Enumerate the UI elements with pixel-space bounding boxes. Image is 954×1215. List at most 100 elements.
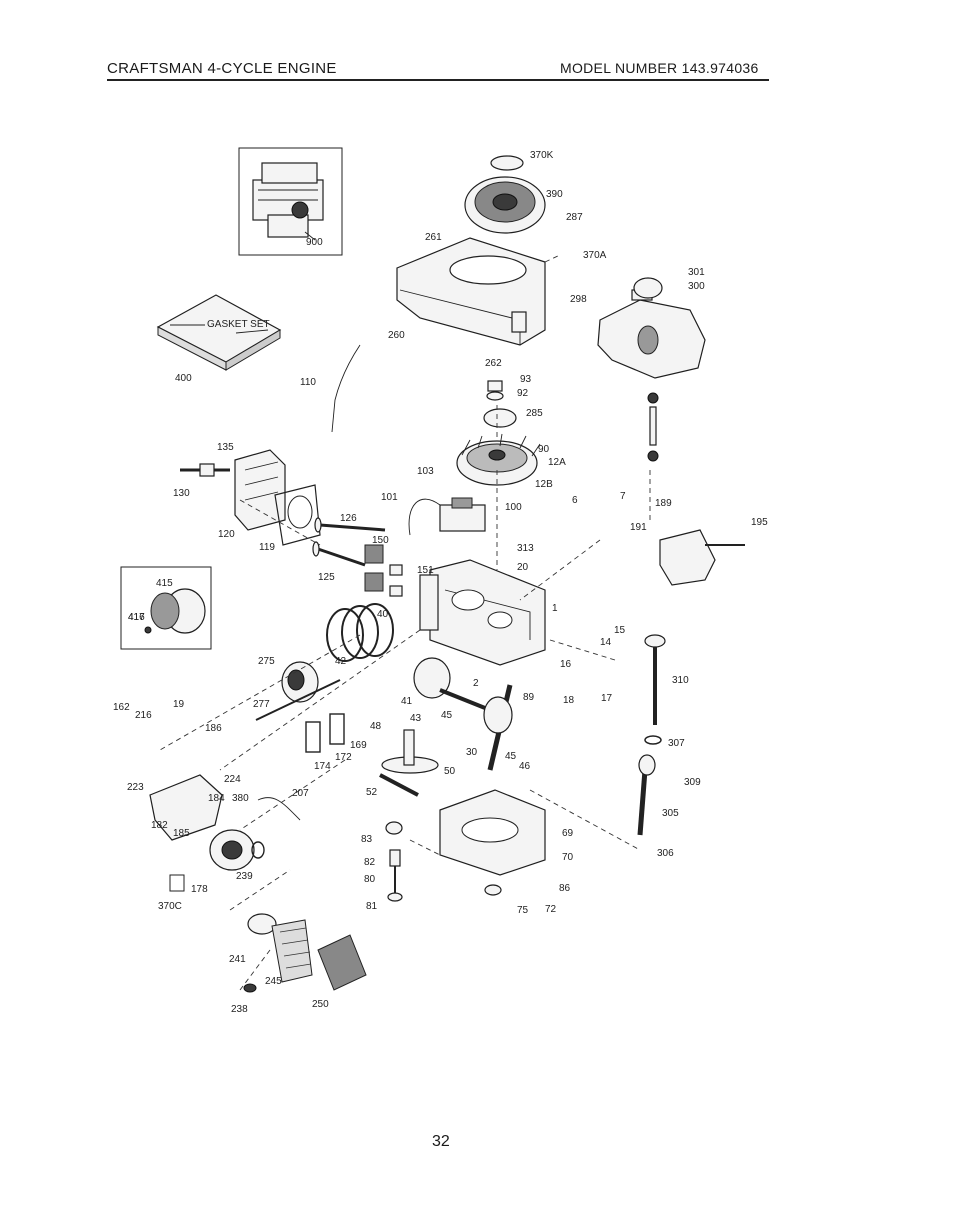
part-label-298: 298 [570,294,587,305]
part-label-82: 82 [364,857,376,868]
intake-gaskets [305,713,345,753]
part-label-40: 40 [377,609,389,620]
part-label-125: 125 [318,572,335,583]
part-label-30: 30 [466,747,478,758]
governor-parts [379,773,419,902]
part-label-75: 75 [517,905,529,916]
part-label-189: 189 [655,498,672,509]
piston-rings-drawing [326,603,491,712]
part-label-307: 307 [668,738,685,749]
part-label-45: 45 [505,751,517,762]
part-label-250: 250 [312,999,329,1010]
part-label-238: 238 [231,1004,248,1015]
part-label-260: 260 [388,330,405,341]
part-label-277: 277 [253,699,270,710]
part-label-101: 101 [381,492,398,503]
part-label-162: 162 [113,702,130,713]
rewind-starter-drawing [464,155,546,234]
part-label-241: 241 [229,954,246,965]
part-number-labels: 370K390287261370A30130029826026293922851… [113,150,768,1015]
part-label-184: 184 [208,793,225,804]
part-label-300: 300 [688,281,705,292]
part-label-20: 20 [517,562,529,573]
page-title: CRAFTSMAN 4-CYCLE ENGINE [107,60,337,77]
part-label-309: 309 [684,777,701,788]
part-label-2: 2 [473,678,479,689]
part-label-119: 119 [259,542,275,553]
part-label-86: 86 [559,883,571,894]
part-label-306: 306 [657,848,674,859]
part-label-103: 103 [417,466,434,477]
part-label-287: 287 [566,212,583,223]
carburetor-drawing [149,774,301,892]
part-label-6: 6 [572,495,578,506]
part-label-92: 92 [517,388,529,399]
part-label-1: 1 [552,603,558,614]
part-label-400: 400 [175,373,192,384]
part-label-90: 90 [538,444,550,455]
part-label-216: 216 [135,710,152,721]
part-label-46: 46 [519,761,531,772]
part-label-126: 126 [340,513,357,524]
part-label-262: 262 [485,358,502,369]
part-label-69: 69 [562,828,574,839]
spark-plug-drawing [180,463,230,477]
part-label-415: 415 [156,578,173,589]
part-label-93: 93 [520,374,532,385]
part-label-42: 42 [335,656,347,667]
blower-housing-drawing [396,237,546,346]
part-label-313: 313 [517,543,534,554]
part-label-224: 224 [224,774,241,785]
assembly-leader-lines [159,254,651,991]
part-label-72: 72 [545,904,557,915]
part-label-151: 151 [417,565,434,576]
part-label-195: 195 [751,517,768,528]
part-label-45: 45 [441,710,453,721]
part-label-370C: 370C [158,901,182,912]
part-label-370A: 370A [583,250,607,261]
part-label-12B: 12B [535,479,553,490]
part-label-900: 900 [306,237,323,248]
complete-engine-drawing [252,162,324,241]
gasket-set-label: GASKET SET [207,319,270,330]
ground-wire [331,344,361,433]
part-label-12A: 12A [548,457,566,468]
ignition-module-drawing [408,497,486,536]
page-number: 32 [432,1133,450,1150]
part-label-261: 261 [425,232,442,243]
part-label-310: 310 [672,675,689,686]
part-label-169: 169 [350,740,367,751]
part-label-52: 52 [366,787,378,798]
crankcase-cover-drawing [439,789,546,896]
part-label-83: 83 [361,834,373,845]
part-label-417: 417 [128,612,145,623]
part-label-15: 15 [614,625,626,636]
part-label-301: 301 [688,267,705,278]
cylinder-head-drawing [234,449,321,546]
part-label-370K: 370K [530,150,554,161]
part-label-174: 174 [314,761,331,772]
fuel-line-and-clamps [647,392,659,462]
model-number: MODEL NUMBER 143.974036 [560,60,759,76]
part-label-178: 178 [191,884,208,895]
crankshaft-drawing [483,684,513,771]
part-label-41: 41 [401,696,413,707]
part-label-89: 89 [523,692,535,703]
engine-block-drawing [419,559,546,666]
flywheel-drawing [456,433,541,486]
part-label-48: 48 [370,721,382,732]
part-label-14: 14 [600,637,612,648]
part-label-7: 7 [620,491,626,502]
part-label-239: 239 [236,871,253,882]
part-label-135: 135 [217,442,234,453]
part-label-16: 16 [560,659,572,670]
breather-drawing [255,661,341,721]
header-rule [107,79,769,81]
part-label-191: 191 [630,522,647,533]
part-label-130: 130 [173,488,190,499]
part-label-207: 207 [292,788,309,799]
dipstick-drawing [637,634,666,836]
part-label-223: 223 [127,782,144,793]
